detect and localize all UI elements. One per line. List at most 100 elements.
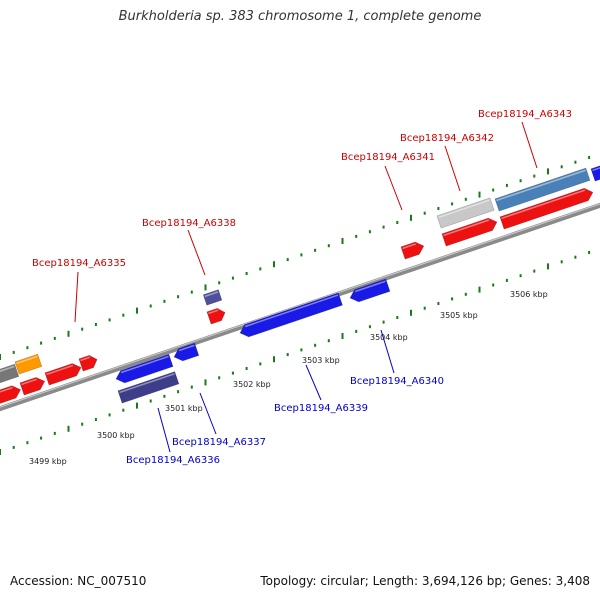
minor-tick (519, 274, 522, 278)
gene-steel-edge[interactable] (590, 163, 600, 182)
gene-label-a6337[interactable]: Bcep18194_A6337 (172, 437, 266, 448)
minor-tick (259, 267, 262, 271)
callout-line (74, 271, 79, 323)
gene-grey-left[interactable] (0, 363, 20, 385)
minor-tick (327, 244, 330, 248)
gene-a6338[interactable] (202, 289, 223, 306)
gene-a6339[interactable] (238, 292, 343, 339)
major-tick (410, 309, 412, 316)
scale-label: 3505 kbp (440, 311, 478, 320)
minor-tick (382, 320, 385, 324)
minor-tick (355, 234, 358, 238)
scale-labels: 3499 kbp 3500 kbp 3501 kbp 3502 kbp 3503… (29, 290, 548, 466)
gene-label-a6341[interactable]: Bcep18194_A6341 (341, 152, 435, 163)
gene-a6341[interactable] (400, 240, 426, 260)
minor-tick (231, 276, 234, 280)
minor-tick (300, 253, 303, 257)
reverse-gene-labels: Bcep18194_A6336 Bcep18194_A6337 Bcep1819… (126, 329, 444, 466)
gene-a6340[interactable] (348, 278, 391, 304)
major-tick (547, 168, 549, 175)
major-tick (341, 333, 344, 339)
scale-label: 3499 kbp (29, 457, 67, 466)
minor-tick (451, 297, 454, 301)
scale-label: 3500 kbp (97, 431, 135, 440)
gene-rna-left[interactable] (14, 353, 43, 375)
gene-fwd-left-2[interactable] (19, 375, 47, 396)
minor-tick (26, 441, 29, 445)
scale-label: 3504 kbp (370, 333, 408, 342)
major-tick (67, 330, 70, 337)
minor-tick (327, 339, 330, 343)
minor-tick (218, 281, 221, 285)
major-tick (136, 402, 138, 409)
minor-tick (355, 329, 358, 333)
minor-tick (314, 343, 317, 347)
callout-line (384, 165, 403, 211)
gene-label-a6342[interactable]: Bcep18194_A6342 (400, 133, 494, 144)
gene-rev-small[interactable] (172, 342, 200, 363)
minor-tick (177, 390, 180, 394)
minor-tick (94, 418, 97, 421)
minor-tick (574, 255, 577, 259)
callout-line (444, 145, 461, 192)
minor-tick (40, 436, 43, 440)
minor-tick (396, 316, 399, 319)
minor-tick (560, 165, 563, 169)
minor-tick (12, 350, 15, 354)
minor-tick (286, 353, 289, 357)
forward-tick-track (0, 156, 591, 360)
gene-fwd-small-2[interactable] (206, 306, 227, 325)
minor-tick (163, 299, 166, 303)
minor-tick (163, 394, 166, 398)
gene-pseudo[interactable] (436, 197, 495, 229)
callout-line (380, 329, 395, 374)
minor-tick (26, 346, 29, 350)
gene-label-a6343[interactable]: Bcep18194_A6343 (478, 109, 572, 120)
gene-a6343[interactable] (499, 186, 595, 230)
callout-line (157, 407, 171, 453)
gene-fwd-small-2-sheen (208, 309, 219, 315)
accession-text: Accession: NC_007510 (10, 574, 147, 588)
minor-tick (533, 269, 536, 273)
minor-tick (231, 371, 234, 375)
minor-tick (122, 313, 125, 317)
gene-a6337[interactable] (117, 371, 180, 404)
gene-a6336[interactable] (114, 353, 174, 385)
major-tick (204, 284, 207, 291)
minor-tick (190, 290, 193, 294)
chromosome-backbone-highlight (0, 203, 600, 408)
minor-tick (218, 376, 221, 380)
minor-tick (505, 278, 508, 282)
callout-line (305, 364, 322, 401)
gene-rna-left-sheen (16, 355, 38, 365)
minor-tick (382, 225, 385, 229)
minor-tick (94, 323, 97, 326)
minor-tick (505, 183, 508, 187)
gene-a6342-sheen (443, 219, 490, 237)
gene-label-a6338[interactable]: Bcep18194_A6338 (142, 218, 236, 229)
gene-a6342[interactable] (441, 216, 499, 247)
gene-label-a6339[interactable]: Bcep18194_A6339 (274, 403, 368, 414)
gene-label-a6340[interactable]: Bcep18194_A6340 (350, 376, 444, 387)
gene-a6343-steel[interactable] (494, 167, 591, 212)
gene-fwd-left-1-sheen (0, 386, 13, 395)
gene-a6341-sheen (402, 243, 417, 250)
gene-fwd-small-1[interactable] (78, 353, 99, 372)
major-tick (478, 286, 481, 293)
minor-tick (368, 230, 371, 234)
gene-label-a6336[interactable]: Bcep18194_A6336 (126, 455, 220, 466)
minor-tick (190, 385, 193, 389)
forward-strand-genes (0, 163, 600, 405)
gene-steel-edge-sheen (592, 165, 600, 172)
major-tick (547, 263, 549, 270)
major-tick (67, 425, 70, 432)
minor-tick (149, 399, 152, 403)
major-tick (0, 354, 1, 360)
gene-label-a6335[interactable]: Bcep18194_A6335 (32, 258, 126, 269)
gene-fwd-left-1[interactable] (0, 384, 23, 405)
minor-tick (40, 341, 43, 345)
major-tick (136, 307, 138, 314)
forward-gene-labels: Bcep18194_A6335 Bcep18194_A6338 Bcep1819… (32, 109, 572, 323)
gene-a6335[interactable] (44, 361, 83, 386)
gene-rev-small-sheen (178, 344, 195, 352)
